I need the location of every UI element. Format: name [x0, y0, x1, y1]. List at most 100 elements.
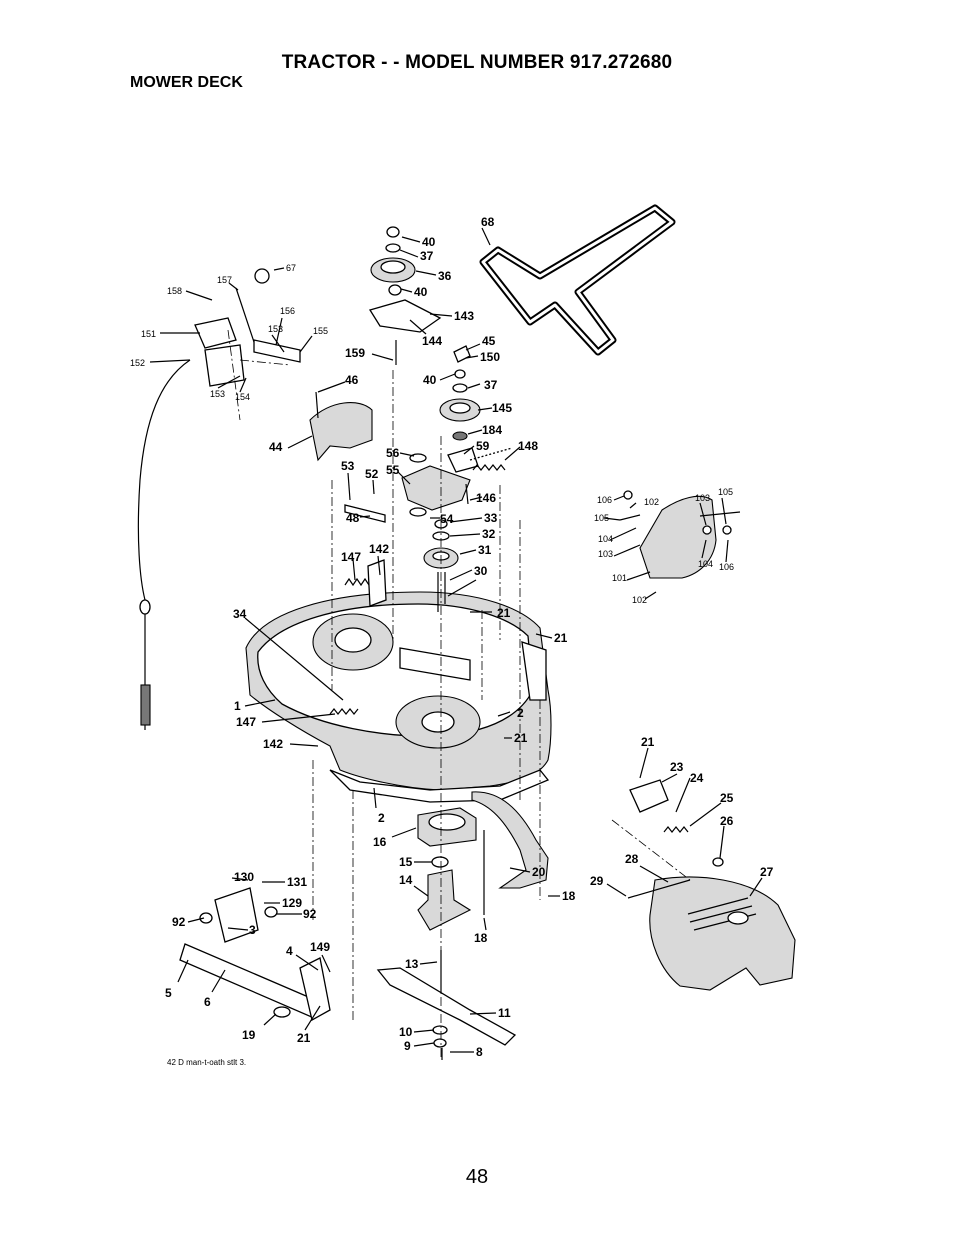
callout-25: 25 — [720, 791, 734, 805]
callout-106: 106 — [719, 562, 734, 572]
callout-52: 52 — [365, 467, 379, 481]
callout-24: 24 — [690, 771, 704, 785]
callout-21: 21 — [514, 731, 528, 745]
callout-159: 159 — [345, 346, 365, 360]
callout-34: 34 — [233, 607, 247, 621]
callout-18: 18 — [562, 889, 576, 903]
belt-guard-drawing — [309, 391, 373, 462]
callout-30: 30 — [474, 564, 488, 578]
callout-147: 147 — [341, 550, 361, 564]
callout-145: 145 — [492, 401, 512, 415]
callout-40: 40 — [414, 285, 428, 299]
callout-9: 9 — [404, 1039, 411, 1053]
callout-104: 104 — [598, 534, 613, 544]
callout-105: 105 — [718, 487, 733, 497]
callout-153: 153 — [210, 389, 225, 399]
spring-drawings — [329, 464, 506, 715]
callout-101: 101 — [612, 573, 627, 583]
gauge-wheel-bracket-drawing — [179, 887, 331, 1021]
callout-147: 147 — [236, 715, 256, 729]
leader-lines — [149, 227, 763, 1053]
callout-2: 2 — [378, 811, 385, 825]
callout-33: 33 — [484, 511, 498, 525]
callout-10: 10 — [399, 1025, 413, 1039]
callout-16: 16 — [373, 835, 387, 849]
callout-36: 36 — [438, 269, 452, 283]
callout-102: 102 — [632, 595, 647, 605]
callout-56: 56 — [386, 446, 400, 460]
callout-21: 21 — [554, 631, 568, 645]
callout-158: 158 — [167, 286, 182, 296]
callout-68: 68 — [481, 215, 495, 229]
callout-44: 44 — [269, 440, 283, 454]
callout-27: 27 — [760, 865, 774, 879]
callout-184: 184 — [482, 423, 502, 437]
callout-106: 106 — [597, 495, 612, 505]
callout-148: 148 — [518, 439, 538, 453]
callout-67: 67 — [286, 263, 296, 273]
callout-105: 105 — [594, 513, 609, 523]
callout-143: 143 — [454, 309, 474, 323]
callout-14: 14 — [399, 873, 413, 887]
callout-32: 32 — [482, 527, 496, 541]
callout-21: 21 — [641, 735, 655, 749]
callout-157: 157 — [217, 275, 232, 285]
callout-labels: 68 40 37 36 40 143 144 159 45 150 40 37 … — [130, 215, 774, 1059]
discharge-chute-drawing — [627, 779, 796, 991]
callout-40: 40 — [423, 373, 437, 387]
callout-23: 23 — [670, 760, 684, 774]
callout-4: 4 — [286, 944, 293, 958]
section-subtitle: MOWER DECK — [130, 74, 243, 91]
callout-149: 149 — [310, 940, 330, 954]
idler-arm-drawing — [401, 453, 471, 517]
idler-pulley-drawing — [439, 345, 513, 473]
callout-1: 1 — [234, 699, 241, 713]
callout-20: 20 — [532, 865, 546, 879]
callout-92: 92 — [303, 907, 317, 921]
callout-130: 130 — [234, 870, 254, 884]
callout-28: 28 — [625, 852, 639, 866]
callout-156: 156 — [280, 306, 295, 316]
callout-131: 131 — [287, 875, 307, 889]
callout-53: 53 — [341, 459, 355, 473]
callout-11: 11 — [498, 1006, 511, 1020]
callout-45: 45 — [482, 334, 496, 348]
callout-102: 102 — [644, 497, 659, 507]
callout-103: 103 — [695, 493, 710, 503]
deflector-shield-drawing — [619, 490, 741, 579]
top-pulley-drawing — [368, 226, 442, 365]
assembly-centerlines — [227, 329, 691, 1060]
callout-144: 144 — [422, 334, 442, 348]
callout-129: 129 — [282, 896, 302, 910]
callout-146: 146 — [476, 491, 496, 505]
callout-18: 18 — [474, 931, 488, 945]
callout-37: 37 — [420, 249, 434, 263]
callout-37: 37 — [484, 378, 498, 392]
callout-29: 29 — [590, 874, 604, 888]
callout-15: 15 — [399, 855, 413, 869]
callout-48: 48 — [346, 511, 360, 525]
callout-2: 2 — [517, 706, 524, 720]
callout-104: 104 — [698, 559, 713, 569]
callout-142: 142 — [263, 737, 283, 751]
callout-8: 8 — [476, 1045, 483, 1059]
callout-142: 142 — [369, 542, 389, 556]
callout-3: 3 — [249, 923, 256, 937]
v-belt-drawing — [479, 204, 676, 356]
callout-103: 103 — [598, 549, 613, 559]
lift-linkage-drawing — [137, 268, 301, 730]
callout-31: 31 — [478, 543, 492, 557]
callout-21: 21 — [497, 606, 511, 620]
callout-54: 54 — [440, 512, 454, 526]
callout-154: 154 — [235, 392, 250, 402]
spindle-and-blade-drawing — [376, 807, 517, 1060]
callout-26: 26 — [720, 814, 734, 828]
callout-55: 55 — [386, 463, 400, 477]
callout-153: 153 — [268, 324, 283, 334]
mower-deck-housing-drawing — [245, 591, 552, 803]
chute-bracket-drawing — [471, 791, 549, 915]
callout-155: 155 — [313, 326, 328, 336]
page-number: 48 — [465, 1166, 489, 1188]
callout-151: 151 — [141, 329, 156, 339]
